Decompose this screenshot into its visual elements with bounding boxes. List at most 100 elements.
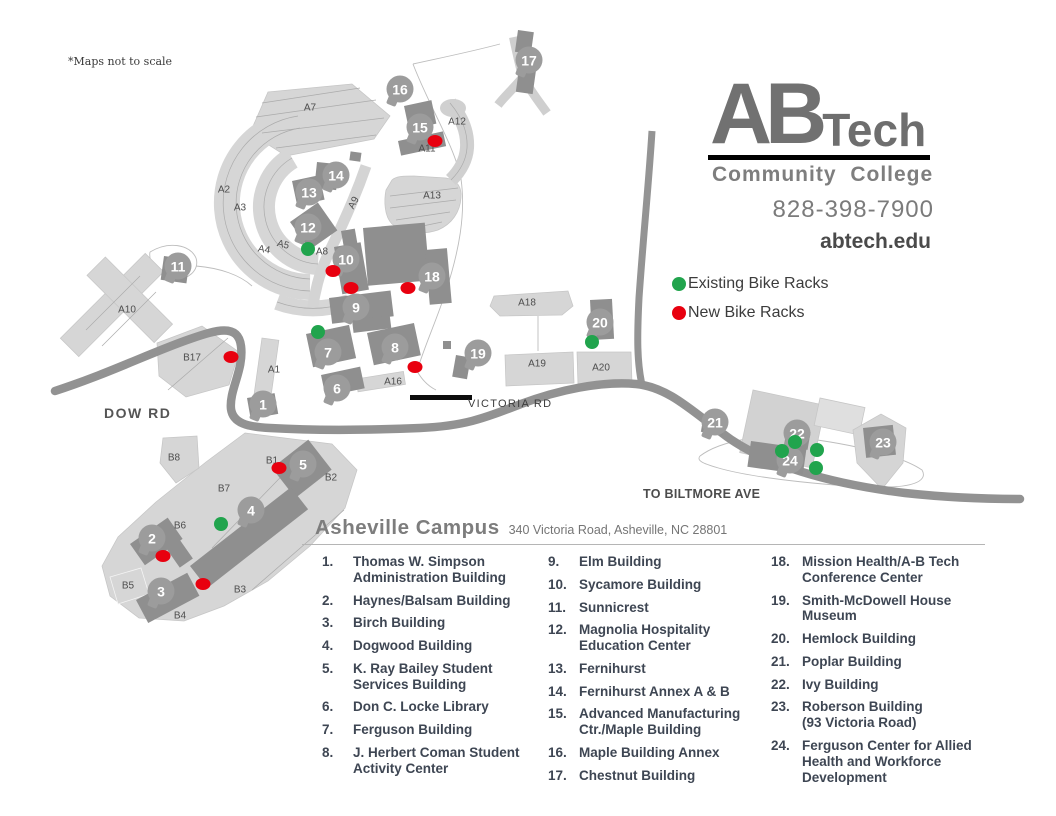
building-number: 21. <box>771 653 790 669</box>
building-number: 2. <box>322 592 334 608</box>
building-number: 24. <box>771 738 790 754</box>
building-list-item: 18. Mission Health/A-B Tech Conference Ce… <box>771 554 1001 586</box>
building-list-item: 12. Magnolia Hospitality Education Center <box>548 622 771 654</box>
building-number: 13. <box>548 660 567 676</box>
website-url: abtech.edu <box>820 230 931 253</box>
road-label-victoria-rd: VICTORIA RD <box>468 398 553 410</box>
building-name: Don C. Locke Library <box>353 699 489 715</box>
bike-rack-legend: Existing Bike Racks New Bike Racks <box>672 274 829 332</box>
building-name: Dogwood Building <box>353 638 473 654</box>
building-name: Ferguson Center for Allied Health and Wo… <box>802 738 972 785</box>
building-name: Elm Building <box>579 554 662 569</box>
building-number: 10. <box>548 576 567 592</box>
building-number: 11. <box>548 599 567 615</box>
building-name: Hemlock Building <box>802 631 917 647</box>
building-list-item: 20. Hemlock Building <box>771 631 1001 647</box>
building-list-item: 1. Thomas W. Simpson Administration Build… <box>322 554 548 586</box>
building-number: 8. <box>322 745 334 761</box>
legend-label-new: New Bike Racks <box>688 304 805 321</box>
map-scale-note: *Maps not to scale <box>68 55 173 68</box>
building-list-column-3: 18. Mission Health/A-B Tech Conference Ce… <box>771 554 1001 792</box>
building-number: 1. <box>322 554 334 569</box>
building-list-item: 4. Dogwood Building <box>322 638 548 654</box>
building-number: 14. <box>548 683 567 699</box>
building-list-item: 11. Sunnicrest <box>548 600 771 616</box>
building-list-item: 19. Smith-McDowell House Museum <box>771 593 1001 625</box>
building-name: Advanced Manufacturing Ctr./Maple Buildi… <box>579 706 741 738</box>
abtech-logo: AB Tech Community College 828-398-7900 a… <box>705 60 937 254</box>
building-list-item: 6. Don C. Locke Library <box>322 699 548 715</box>
building-number: 17. <box>548 767 567 783</box>
building-list-item: 7. Ferguson Building <box>322 722 548 738</box>
campus-title: Asheville Campus <box>315 516 500 539</box>
building-list-item: 8. J. Herbert Coman Student Activity Cent… <box>322 745 548 777</box>
building-name: Magnolia Hospitality Education Center <box>579 622 711 654</box>
campus-address: 340 Victoria Road, Asheville, NC 28801 <box>508 523 728 537</box>
building-directory: Asheville Campus 340 Victoria Road, Ashe… <box>302 516 1008 792</box>
building-list-item: 2. Haynes/Balsam Building <box>322 593 548 609</box>
logo-subtitle: Community College <box>712 163 934 186</box>
building-name: Ivy Building <box>802 676 879 692</box>
building-number: 15. <box>548 706 567 722</box>
building-list-column-2: 9. Elm Building 10. Sycamore Building 11. Sun… <box>548 554 771 792</box>
building-name: Mission Health/A-B Tech Conference Cente… <box>802 554 960 585</box>
campus-header: Asheville Campus 340 Victoria Road, Ashe… <box>313 516 1008 540</box>
building-name: Birch Building <box>353 615 446 631</box>
building-number: 16. <box>548 745 567 761</box>
building-name: Roberson Building (93 Victoria Road) <box>802 699 923 731</box>
building-list-item: 21. Poplar Building <box>771 654 1001 670</box>
building-number: 9. <box>548 554 560 569</box>
legend-label-existing: Existing Bike Racks <box>688 275 829 292</box>
building-number: 19. <box>771 592 790 608</box>
building-list-item: 15. Advanced Manufacturing Ctr./Maple Bui… <box>548 706 771 738</box>
victoria-road-bar <box>410 395 472 400</box>
legend-row-new: New Bike Racks <box>672 303 829 323</box>
building-number: 3. <box>322 615 334 631</box>
abtech-logo-ab: AB <box>710 65 827 162</box>
road-label-to-biltmore-ave: TO BILTMORE AVE <box>643 487 761 501</box>
building-number: 12. <box>548 622 567 638</box>
abtech-logo-tech: Tech <box>822 104 927 156</box>
building-list-columns: 1. Thomas W. Simpson Administration Build… <box>313 554 1008 792</box>
building-list-item: 9. Elm Building <box>548 554 771 570</box>
building-name: Sunnicrest <box>579 599 649 615</box>
building-name: Fernihurst Annex A & B <box>579 683 730 699</box>
building-list-item: 5. K. Ray Bailey Student Services Buildin… <box>322 661 548 693</box>
building-list-item: 24. Ferguson Center for Allied Health and… <box>771 738 1001 785</box>
building-name: Chestnut Building <box>579 767 696 783</box>
road-label-dow-rd: DOW RD <box>104 405 172 421</box>
building-name: Thomas W. Simpson Administration Buildin… <box>353 554 506 585</box>
abtech-logo-wordmark: AB Tech <box>705 60 937 162</box>
building-number: 6. <box>322 699 334 715</box>
building-number: 5. <box>322 660 334 676</box>
campus-header-rule <box>302 544 985 545</box>
building-list-column-1: 1. Thomas W. Simpson Administration Build… <box>322 554 548 792</box>
building-name: Haynes/Balsam Building <box>353 592 511 608</box>
building-name: Ferguson Building <box>353 722 473 738</box>
new-bike-rack-dot-icon <box>672 306 686 320</box>
building-list-item: 3. Birch Building <box>322 615 548 631</box>
building-list-item: 14. Fernihurst Annex A & B <box>548 684 771 700</box>
building-list-item: 23. Roberson Building (93 Victoria Road) <box>771 699 1001 731</box>
building-name: Maple Building Annex <box>579 745 720 761</box>
building-number: 7. <box>322 722 334 738</box>
building-name: Poplar Building <box>802 653 902 669</box>
phone-number: 828-398-7900 <box>772 196 934 223</box>
building-number: 22. <box>771 676 790 692</box>
building-name: Fernihurst <box>579 660 646 676</box>
logo-underline <box>708 155 930 160</box>
building-number: 4. <box>322 638 334 654</box>
building-name: Sycamore Building <box>579 576 702 592</box>
building-list-item: 17. Chestnut Building <box>548 768 771 784</box>
building-list-item: 13. Fernihurst <box>548 661 771 677</box>
building-name: K. Ray Bailey Student Services Building <box>353 660 493 692</box>
building-list-item: 10. Sycamore Building <box>548 577 771 593</box>
building-number: 20. <box>771 631 790 647</box>
building-number: 18. <box>771 554 790 569</box>
legend-row-existing: Existing Bike Racks <box>672 274 829 294</box>
building-name: Smith-McDowell House Museum <box>802 592 952 624</box>
building-list-item: 22. Ivy Building <box>771 677 1001 693</box>
building-name: J. Herbert Coman Student Activity Center <box>353 745 520 776</box>
building-number: 23. <box>771 699 790 715</box>
